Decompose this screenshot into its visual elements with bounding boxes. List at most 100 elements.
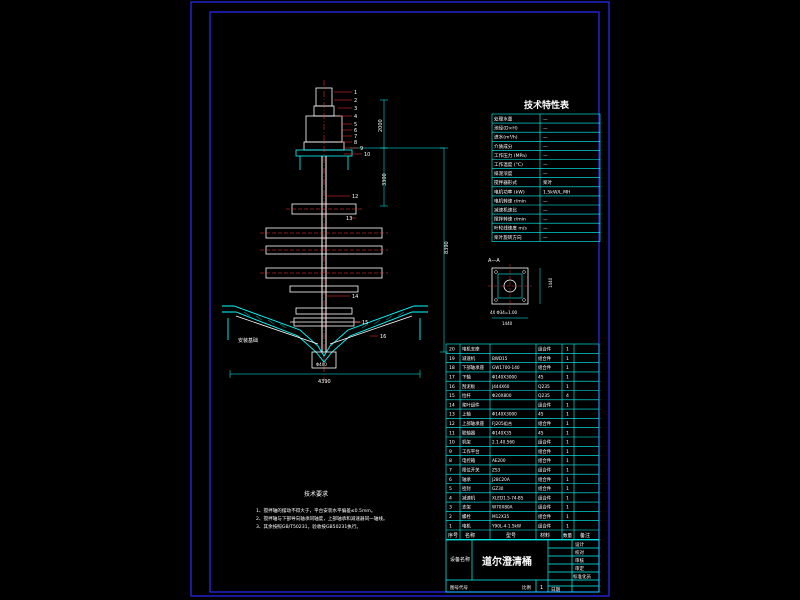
part-material: 组合件: [538, 467, 552, 474]
overall-height-dim: 8390: [444, 241, 450, 254]
balloon-14: 14: [352, 294, 358, 300]
spec-table: 技术特性表 处理水量—池径(D×H)—进水(m³/h)—介质成分—工作压力 (M…: [491, 99, 601, 242]
balloon-4: 4: [354, 114, 357, 120]
spec-label: 搅拌转速 r/min: [494, 216, 526, 223]
spec-label: 叶轮线速度 m/s: [494, 225, 527, 232]
part-material: Q235: [538, 393, 550, 399]
part-spec: W70X80A: [492, 505, 513, 510]
part-material: 组合件: [538, 504, 552, 511]
part-name: 减速机: [462, 355, 476, 362]
spec-value: —: [543, 199, 548, 204]
part-spec: GZ30: [492, 486, 504, 491]
role-check: 校对: [575, 549, 584, 556]
part-material: 45: [538, 430, 544, 436]
spec-value: 1.5kW/L.MH: [543, 189, 571, 195]
part-qty: 1: [566, 477, 569, 483]
outer-frame: [190, 1, 610, 597]
spec-value: —: [543, 236, 548, 241]
hole-label: 4X Φ34=1.00: [490, 310, 518, 315]
part-no: 6: [449, 477, 452, 483]
part-spec: 2.1.40.560: [492, 440, 515, 445]
part-material: 组合件: [538, 364, 552, 371]
spec-label: 桨叶旋转方向: [494, 234, 522, 241]
part-no: 12: [449, 421, 455, 427]
spec-label: 搅拌器形式: [494, 179, 517, 186]
tech-req-item-2: 2、搅拌轴与下部导向轴承同轴度，上部轴承和减速器同一轴线。: [256, 515, 388, 522]
part-material: 组合件: [538, 401, 552, 408]
section-height: 1440: [548, 277, 553, 288]
part-spec: J28C20A: [491, 477, 510, 482]
part-name: 下部轴承座: [462, 364, 485, 371]
spec-value: —: [543, 136, 548, 141]
part-name: 拉杆: [462, 392, 471, 399]
spec-value: —: [543, 227, 548, 232]
spec-label: 电机转速 r/min: [494, 197, 526, 204]
part-no: 3: [449, 505, 452, 511]
part-material: 组合件: [538, 485, 552, 492]
part-name: 限位开关: [462, 467, 480, 474]
part-qty: 1: [566, 523, 569, 529]
part-spec: Φ140X3000: [492, 412, 517, 417]
part-name: 上部轴承座: [462, 420, 485, 427]
device-label: 设备名称: [450, 556, 470, 563]
tank-cone: [222, 305, 428, 363]
part-spec: Y90L-4-1.5kW: [491, 523, 521, 528]
header-note: 备注: [580, 532, 590, 539]
spec-value: 桨叶: [543, 179, 553, 186]
part-no: 13: [449, 412, 455, 418]
top-dim: 2000: [378, 119, 384, 132]
spec-label: 排泥浓度: [494, 170, 513, 177]
part-material: 组合件: [538, 457, 552, 464]
part-spec: Φ140X3000: [492, 375, 517, 380]
drawing-no-label: 图号代号: [450, 584, 468, 591]
part-name: 减速机: [462, 494, 476, 501]
part-name: 电控箱: [462, 457, 476, 464]
role-standard: 标准化员: [573, 573, 591, 580]
part-material: 组合件: [538, 476, 552, 483]
header-name: 名称: [465, 532, 475, 539]
part-qty: 1: [566, 505, 569, 511]
part-qty: 1: [566, 440, 569, 446]
balloon-1: 1: [354, 90, 357, 96]
part-no: 7: [449, 468, 452, 474]
part-qty: 4: [566, 393, 569, 399]
balloon-9: 9: [360, 146, 363, 152]
part-spec: Φ20X800: [492, 393, 512, 398]
section-width: 1440: [502, 321, 513, 326]
part-qty: 1: [566, 375, 569, 381]
device-name: 道尔澄清桶: [482, 555, 532, 568]
part-qty: 1: [566, 421, 569, 427]
spec-value: —: [543, 145, 548, 150]
tech-req-item-1: 1、搅拌轴的摆动不得大于，平台安装水平偏差≤0.5mm。: [256, 507, 376, 514]
balloon-2: 2: [354, 98, 357, 104]
part-qty: 1: [566, 486, 569, 492]
part-material: 组合件: [538, 494, 552, 501]
spec-label: 工作压力 (MPa): [494, 152, 527, 159]
spec-value: —: [543, 218, 548, 223]
scale-label: 比例: [522, 584, 531, 591]
part-no: 11: [449, 430, 455, 436]
balloon-5: 5: [354, 122, 357, 128]
balloon-8: 8: [354, 140, 357, 146]
part-name: 联轴器: [462, 429, 476, 436]
scraper-arms: [235, 307, 413, 345]
spec-value: —: [543, 172, 548, 177]
part-material: 组合件: [538, 448, 552, 455]
part-name: 电机: [462, 522, 471, 529]
balloon-10: 10: [364, 152, 370, 158]
balloon-3: 3: [354, 106, 357, 112]
part-name: 下轴: [462, 374, 471, 381]
part-name: 刮泥板: [462, 383, 476, 390]
part-name: 电机支座: [462, 346, 480, 353]
part-spec: AE200: [492, 458, 506, 463]
role-approve: 审定: [575, 565, 584, 572]
part-material: 45: [538, 375, 544, 381]
spec-value: —: [543, 163, 548, 168]
part-spec: Φ140X35: [492, 430, 512, 435]
part-no: 1: [449, 523, 452, 529]
part-spec: BWD15: [492, 356, 508, 361]
part-no: 2: [449, 514, 452, 520]
part-no: 8: [449, 458, 452, 464]
part-material: Q235: [538, 384, 550, 390]
part-no: 19: [449, 356, 455, 362]
